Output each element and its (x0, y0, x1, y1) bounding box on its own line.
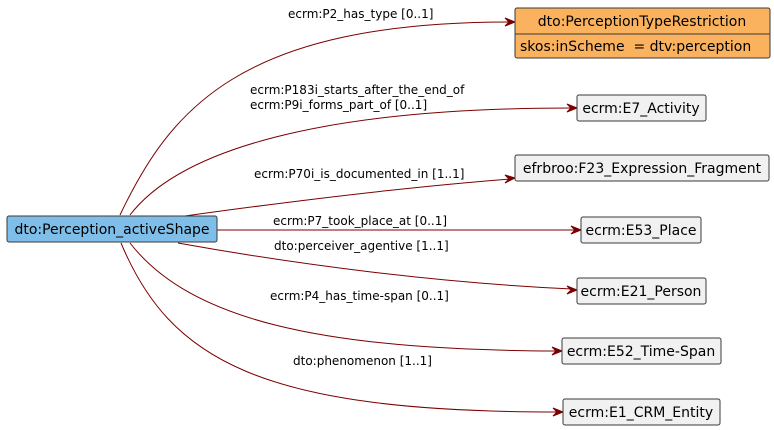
edge-label: dto:phenomenon [1..1] (293, 354, 432, 368)
target-node-activity[interactable]: ecrm:E7_Activity (576, 94, 707, 122)
target-node-box (580, 216, 702, 244)
arrowhead (570, 225, 583, 235)
edge-took-place-at: ecrm:P7_took_place_at [0..1] (217, 214, 583, 235)
target-node-label: ecrm:E21_Person (581, 284, 702, 300)
arrowhead (552, 407, 565, 417)
edge-label: ecrm:P4_has_time-span [0..1] (270, 289, 449, 303)
edge-line (129, 107, 573, 216)
target-node-label: ecrm:E52_Time-Span (567, 344, 715, 360)
target-node-person[interactable]: ecrm:E21_Person (576, 277, 707, 305)
edge-perceiver: dto:perceiver_agentive [1..1] (177, 239, 579, 295)
arrowhead (504, 17, 517, 27)
edge-has-type: ecrm:P2_has_type [0..1] (119, 7, 517, 216)
edge-label: ecrm:P9i_forms_part_of [0..1] (250, 98, 427, 112)
target-node-time-span[interactable]: ecrm:E52_Time-Span (561, 337, 722, 365)
edge-line (119, 21, 511, 216)
edge-label: ecrm:P183i_starts_after_the_end_of (250, 83, 465, 97)
edge-line (184, 178, 511, 217)
edge-label: ecrm:P7_took_place_at [0..1] (273, 214, 447, 228)
target-node-label: ecrm:E53_Place (585, 223, 696, 239)
edge-line (177, 242, 573, 290)
arrowhead (551, 346, 564, 356)
edge-line (129, 242, 558, 352)
target-node-label: ecrm:E7_Activity (582, 101, 699, 117)
restriction-node-box (514, 7, 771, 59)
arrowhead (566, 285, 579, 295)
source-node-box (6, 215, 218, 243)
target-node-box (514, 154, 770, 182)
target-node-label: ecrm:E1_CRM_Entity (569, 405, 713, 421)
target-node-place[interactable]: ecrm:E53_Place (580, 216, 702, 244)
target-nodes: ecrm:E7_Activity efrbroo:F23_Expression_… (514, 94, 770, 426)
restriction-node-attribute: skos:inScheme = dtv:perception (520, 39, 751, 55)
restriction-node-title: dto:PerceptionTypeRestriction (538, 14, 747, 30)
edge-starts-after: ecrm:P183i_starts_after_the_end_of ecrm:… (129, 83, 579, 216)
edge-label: dto:perceiver_agentive [1..1] (274, 239, 449, 253)
target-node-box (576, 277, 707, 305)
target-node-box (562, 398, 721, 426)
edges: ecrm:P2_has_type [0..1] ecrm:P183i_start… (119, 7, 583, 417)
edge-time-span: ecrm:P4_has_time-span [0..1] (129, 242, 564, 356)
target-node-box (576, 94, 707, 122)
arrowhead (566, 103, 579, 113)
edge-label: ecrm:P70i_is_documented_in [1..1] (254, 167, 464, 181)
target-node-crm-entity[interactable]: ecrm:E1_CRM_Entity (562, 398, 721, 426)
edge-phenomenon: dto:phenomenon [1..1] (120, 242, 565, 417)
edge-line (120, 242, 559, 413)
restriction-node[interactable]: dto:PerceptionTypeRestriction skos:inSch… (514, 7, 771, 59)
target-node-label: efrbroo:F23_Expression_Fragment (523, 161, 762, 177)
source-node[interactable]: dto:Perception_activeShape (6, 215, 218, 243)
target-node-expression-fragment[interactable]: efrbroo:F23_Expression_Fragment (514, 154, 770, 182)
target-node-box (561, 337, 722, 365)
edge-documented-in: ecrm:P70i_is_documented_in [1..1] (184, 167, 517, 217)
arrowhead (504, 174, 517, 184)
edge-label: ecrm:P2_has_type [0..1] (288, 7, 433, 21)
source-node-label: dto:Perception_activeShape (14, 222, 209, 238)
